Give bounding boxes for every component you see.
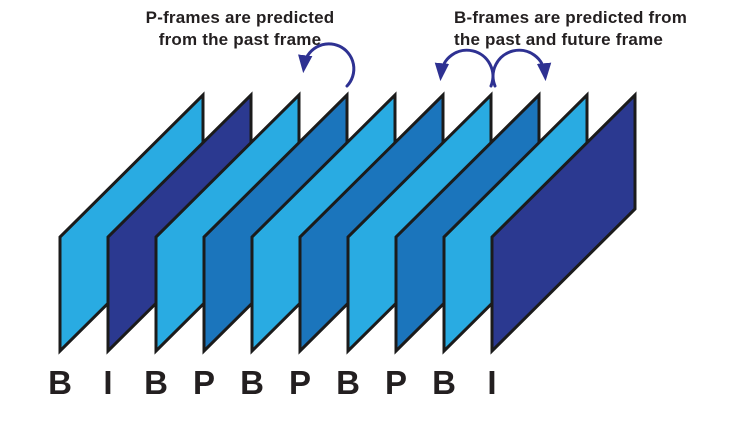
p-frames-caption-line1: P-frames are predicted (145, 8, 335, 27)
frame-letter: P (384, 364, 407, 401)
frame-planes (58, 91, 637, 355)
b-frame-past-arrow-icon (434, 48, 495, 88)
p-frames-caption-line2: from the past frame (158, 30, 322, 49)
frame-letter: B (336, 364, 360, 401)
b-frames-caption-line1: B-frames are predicted from (454, 8, 688, 27)
p-frame-back-arrow-icon (298, 42, 356, 88)
b-frames-caption: B-frames are predicted from the past and… (454, 7, 734, 51)
frame-letter: B (240, 364, 264, 401)
p-frames-caption: P-frames are predicted from the past fra… (118, 7, 362, 51)
b-frame-future-arrow-icon (491, 48, 552, 88)
b-frames-caption-line2: the past and future frame (454, 30, 664, 49)
frame-letter: I (103, 364, 113, 401)
frame-letter: B (48, 364, 72, 401)
frame-letter: B (432, 364, 456, 401)
frame-letter: B (144, 364, 168, 401)
frame-letter: P (192, 364, 215, 401)
frame-plane-i-frame (490, 91, 637, 355)
frame-letter: P (288, 364, 311, 401)
frame-letter: I (487, 364, 497, 401)
